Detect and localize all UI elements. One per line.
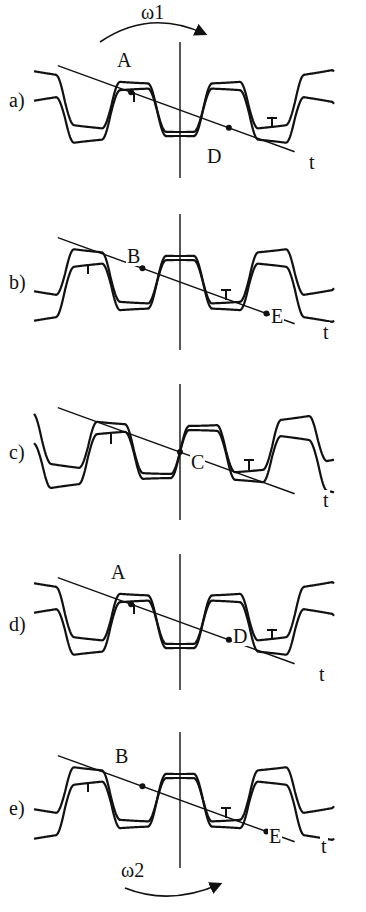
panel-label: c): [8, 442, 26, 462]
contact-point: [226, 637, 232, 643]
tooth-mark: [87, 782, 89, 792]
point-label: E: [268, 826, 282, 846]
angular-velocity: ω1: [140, 2, 165, 22]
line-of-action: [58, 408, 295, 494]
driving-gear-profile: [34, 767, 334, 821]
tooth-mark: [244, 460, 254, 470]
tooth-mark: [267, 630, 277, 640]
driven-gear-profile: [34, 89, 334, 143]
point-label: A: [110, 562, 126, 582]
driven-gear-profile: [34, 260, 334, 322]
line-of-action: [58, 238, 295, 324]
point-label: A: [116, 50, 132, 70]
axis-label: t: [322, 490, 330, 510]
tooth-mark: [133, 604, 135, 614]
rotation-arrow: [125, 884, 220, 896]
contact-point: [263, 310, 269, 316]
line-of-action: [58, 756, 295, 842]
angular-velocity: ω2: [120, 860, 145, 880]
contact-point: [226, 125, 232, 131]
panel-label: d): [8, 614, 27, 634]
axis-label: t: [308, 152, 316, 172]
point-label: E: [270, 306, 284, 326]
panel-label: b): [8, 272, 27, 292]
driving-gear-profile: [34, 70, 334, 132]
tooth-mark: [267, 118, 277, 128]
tooth-mark: [221, 808, 231, 818]
contact-point: [177, 449, 183, 455]
tooth-mark: [221, 290, 231, 300]
panel-label: a): [8, 90, 26, 110]
point-label: B: [114, 746, 129, 766]
line-of-action: [58, 66, 295, 152]
driving-gear-profile: [34, 249, 334, 303]
rotation-arrow: [100, 23, 205, 42]
tooth-mark: [110, 434, 112, 444]
point-label: D: [232, 626, 248, 646]
tooth-mark: [133, 92, 135, 102]
axis-label: t: [318, 664, 326, 684]
point-label: C: [190, 452, 205, 472]
driving-gear-profile: [34, 582, 334, 644]
driven-gear-profile: [34, 430, 334, 492]
contact-point: [139, 265, 145, 271]
panel-label: e): [8, 798, 26, 818]
line-of-action: [58, 578, 295, 664]
axis-label: t: [320, 836, 328, 856]
driving-gear-profile: [34, 414, 334, 474]
axis-label: t: [322, 322, 330, 342]
driven-gear-profile: [34, 778, 334, 840]
contact-point: [139, 783, 145, 789]
tooth-mark: [87, 264, 89, 274]
point-label: D: [206, 146, 222, 166]
driven-gear-profile: [34, 601, 334, 655]
point-label: B: [126, 246, 141, 266]
